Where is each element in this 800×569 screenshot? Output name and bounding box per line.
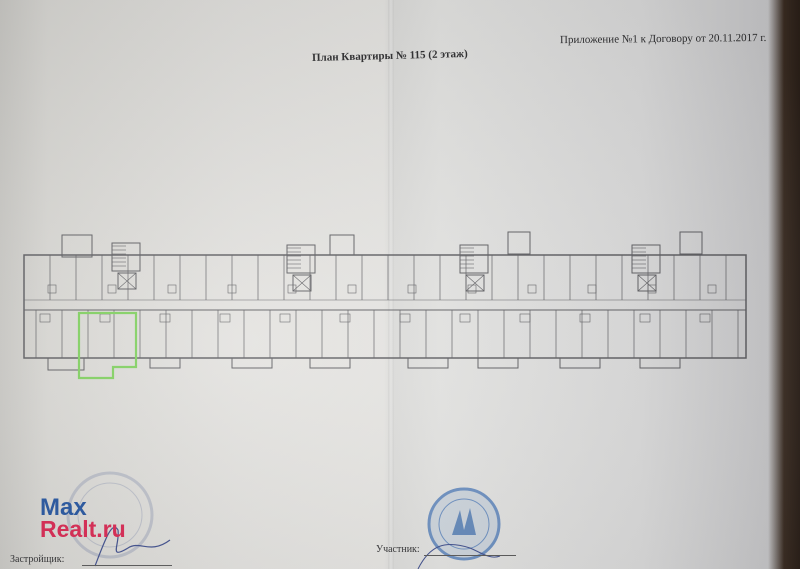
- stairwell: [631, 244, 661, 274]
- kitchen-fixture: [647, 284, 657, 294]
- builder-label: Застройщик:: [10, 554, 65, 565]
- bathroom-fixture: [39, 313, 51, 323]
- bathroom-fixture: [339, 313, 351, 323]
- bathroom-fixture: [399, 313, 411, 323]
- member-stamp: [427, 487, 501, 561]
- bathroom-fixture: [459, 313, 471, 323]
- elevator-cross: [637, 274, 657, 292]
- kitchen-fixture: [467, 284, 477, 294]
- paper-fold: [388, 0, 394, 569]
- highlighted-apartment-outline: [77, 311, 138, 380]
- stairwell: [459, 244, 489, 274]
- builder-signature: [94, 527, 171, 567]
- kitchen-fixture: [347, 284, 357, 294]
- watermark-max: Max: [40, 494, 87, 521]
- stairwell: [286, 244, 316, 274]
- balcony: [231, 357, 273, 369]
- balcony: [149, 357, 181, 369]
- kitchen-fixture: [587, 284, 597, 294]
- balcony: [477, 357, 519, 369]
- elevator-cross: [117, 272, 137, 290]
- elevator: [117, 272, 137, 290]
- kitchen-fixture: [167, 284, 177, 294]
- kitchen-fixture: [47, 284, 57, 294]
- balcony: [639, 357, 681, 369]
- bathroom-fixture: [699, 313, 711, 323]
- kitchen-fixture: [227, 284, 237, 294]
- stairwell: [111, 242, 141, 272]
- balcony: [507, 231, 531, 255]
- bathroom-fixture: [279, 313, 291, 323]
- balcony: [61, 234, 93, 258]
- balcony: [47, 357, 85, 371]
- elevator: [637, 274, 657, 292]
- bathroom-fixture: [579, 313, 591, 323]
- bathroom-fixture: [639, 313, 651, 323]
- balcony: [329, 234, 355, 256]
- building-outline: [23, 254, 747, 359]
- member-signature: [417, 544, 501, 569]
- builder-signature-line: [82, 565, 172, 566]
- balcony: [679, 231, 703, 255]
- kitchen-fixture: [407, 284, 417, 294]
- member-signature-line: [424, 555, 516, 556]
- kitchen-fixture: [527, 284, 537, 294]
- bathroom-fixture: [219, 313, 231, 323]
- bathroom-fixture: [519, 313, 531, 323]
- kitchen-fixture: [287, 284, 297, 294]
- kitchen-fixture: [107, 284, 117, 294]
- kitchen-fixture: [707, 284, 717, 294]
- balcony: [559, 357, 601, 369]
- balcony: [407, 357, 449, 369]
- elevator: [292, 274, 312, 292]
- builder-stamp: [66, 471, 154, 559]
- member-label: Участник:: [376, 544, 420, 555]
- bathroom-fixture: [159, 313, 171, 323]
- watermark-realt: Realt.ru: [40, 516, 126, 542]
- balcony: [309, 357, 351, 369]
- elevator-cross: [465, 274, 485, 292]
